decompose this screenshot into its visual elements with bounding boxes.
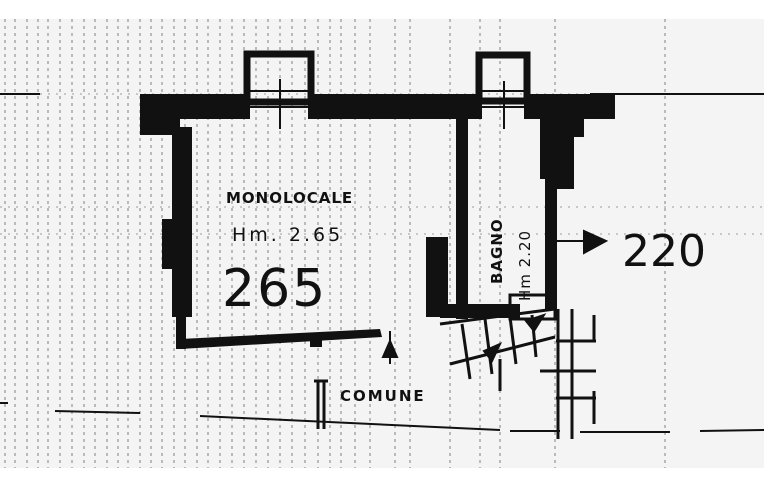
common-area-label: COMUNE (340, 387, 426, 405)
room-name-bagno: BAGNO (488, 218, 506, 284)
room-dimension-bagno: 220 (622, 226, 706, 277)
room-dimension-monolocale: 265 (222, 259, 328, 319)
plan-drawing (0, 19, 764, 468)
dimension-arrow-icon (583, 229, 609, 255)
room-name-monolocale: MONOLOCALE (226, 189, 354, 207)
entrance-arrow-icon (381, 338, 399, 358)
arrow-icons (381, 229, 609, 364)
walls (140, 94, 615, 349)
room-height-bagno: Hm 2.20 (516, 229, 534, 301)
room-height-monolocale: Hm. 2.65 (232, 224, 344, 246)
floor-plan: MONOLOCALE Hm. 2.65 265 BAGNO Hm 2.20 22… (0, 19, 764, 468)
